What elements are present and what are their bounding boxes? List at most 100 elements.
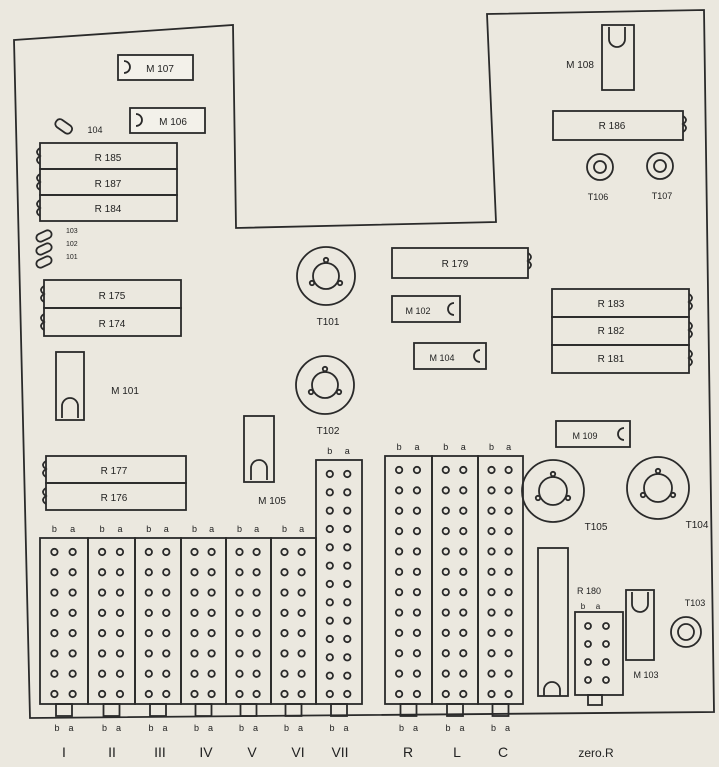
solder-pad: [144, 649, 153, 658]
solder-pad: [280, 588, 289, 597]
solder-pad: [144, 568, 153, 577]
solder-pad: [50, 568, 59, 577]
svg-text:T104: T104: [686, 520, 709, 531]
solder-pad: [343, 634, 352, 644]
solder-pad: [162, 547, 171, 557]
solder-pad: [394, 608, 404, 617]
solder-pad: [325, 506, 334, 515]
tab-label-a: a: [253, 723, 258, 733]
svg-text:VII: VII: [331, 744, 348, 760]
solder-pad: [602, 640, 610, 648]
solder-pad: [325, 671, 334, 680]
resistor-r179: R 179: [391, 247, 532, 279]
solder-pad: [162, 588, 171, 597]
solder-pad: [343, 543, 352, 552]
solder-pad: [68, 649, 77, 658]
solder-pad: [68, 608, 77, 617]
solder-pad: [325, 598, 334, 607]
resistor-r183: R 183: [551, 288, 693, 318]
solder-pad: [207, 649, 216, 658]
solder-pad: [487, 506, 496, 515]
ic-m107: M 107: [117, 54, 194, 81]
solder-pad: [297, 649, 306, 658]
resistor-r177: R 177: [42, 455, 187, 484]
solder-pad: [252, 588, 261, 597]
pin-label-a: a: [164, 524, 169, 534]
connector-tab: [446, 703, 464, 717]
tab-label-b: b: [329, 723, 334, 733]
solder-pad: [50, 547, 59, 557]
solder-pad: [98, 588, 107, 597]
solder-pad: [394, 486, 404, 495]
tab-label-b: b: [194, 723, 199, 733]
svg-text:M 107: M 107: [146, 64, 174, 75]
svg-text:III: III: [154, 744, 166, 760]
solder-pad: [98, 669, 107, 678]
svg-text:M 102: M 102: [405, 306, 430, 316]
solder-pad: [325, 561, 334, 570]
solder-pad: [394, 588, 404, 597]
solder-pad: [412, 588, 422, 597]
solder-pad: [190, 568, 199, 577]
solder-pad: [441, 526, 450, 536]
capacitor-tall: [537, 547, 569, 697]
solder-pad: [441, 465, 450, 475]
svg-text:VI: VI: [291, 744, 304, 760]
tab-label-b: b: [239, 723, 244, 733]
solder-pad: [394, 526, 404, 536]
solder-pad: [68, 669, 77, 678]
solder-pad: [441, 506, 450, 515]
resistor-r184: R 184: [36, 194, 178, 222]
resistor-r175: R 175: [40, 279, 182, 309]
resistor-r174: R 174: [40, 307, 182, 337]
solder-pad: [207, 588, 216, 597]
connector-tab: [55, 703, 73, 717]
svg-text:R 187: R 187: [95, 179, 122, 190]
solder-pad: [297, 588, 306, 597]
solder-pad: [441, 608, 450, 617]
solder-pad: [115, 568, 125, 577]
solder-pad: [190, 629, 199, 638]
solder-pad: [162, 568, 171, 577]
tab-label-b: b: [284, 723, 289, 733]
solder-pad: [98, 629, 107, 638]
solder-pad: [504, 689, 513, 699]
svg-text:zero.R: zero.R: [578, 746, 614, 760]
solder-pad: [144, 588, 153, 597]
diode-stack: 103 102 101: [35, 228, 78, 269]
solder-pad: [115, 629, 125, 638]
tab-label-a: a: [68, 723, 73, 733]
tab-label-b: b: [491, 723, 496, 733]
solder-pad: [487, 465, 496, 475]
solder-pad: [297, 669, 306, 678]
pin-label-b: b: [52, 524, 57, 534]
pin-label-b: b: [489, 442, 494, 452]
svg-text:102: 102: [66, 241, 78, 248]
solder-pad: [487, 567, 496, 576]
svg-text:M 109: M 109: [572, 431, 597, 441]
solder-pad: [412, 526, 422, 536]
solder-pad: [144, 629, 153, 638]
channel-labels: I II III IV V VI VII R L C zero.R: [62, 744, 614, 760]
svg-text:M 106: M 106: [159, 117, 187, 128]
solder-pad: [98, 568, 107, 577]
solder-pad: [584, 676, 592, 684]
transistor-t103: T103: [670, 598, 706, 648]
pin-label-a: a: [299, 524, 304, 534]
connector-tab: [491, 703, 510, 717]
svg-text:T103: T103: [685, 598, 706, 608]
ic-m108: M 108: [566, 24, 635, 91]
solder-pad: [144, 689, 153, 699]
solder-pad: [412, 486, 422, 495]
solder-pad: [50, 629, 59, 638]
solder-pad: [325, 616, 334, 625]
solder-pad: [144, 547, 153, 557]
solder-pad: [441, 628, 450, 638]
resistor-r180-zero: R 180 b a: [574, 586, 624, 706]
solder-pad: [190, 547, 199, 557]
solder-pad: [297, 547, 306, 557]
solder-pad: [504, 526, 513, 536]
solder-pad: [68, 588, 77, 597]
